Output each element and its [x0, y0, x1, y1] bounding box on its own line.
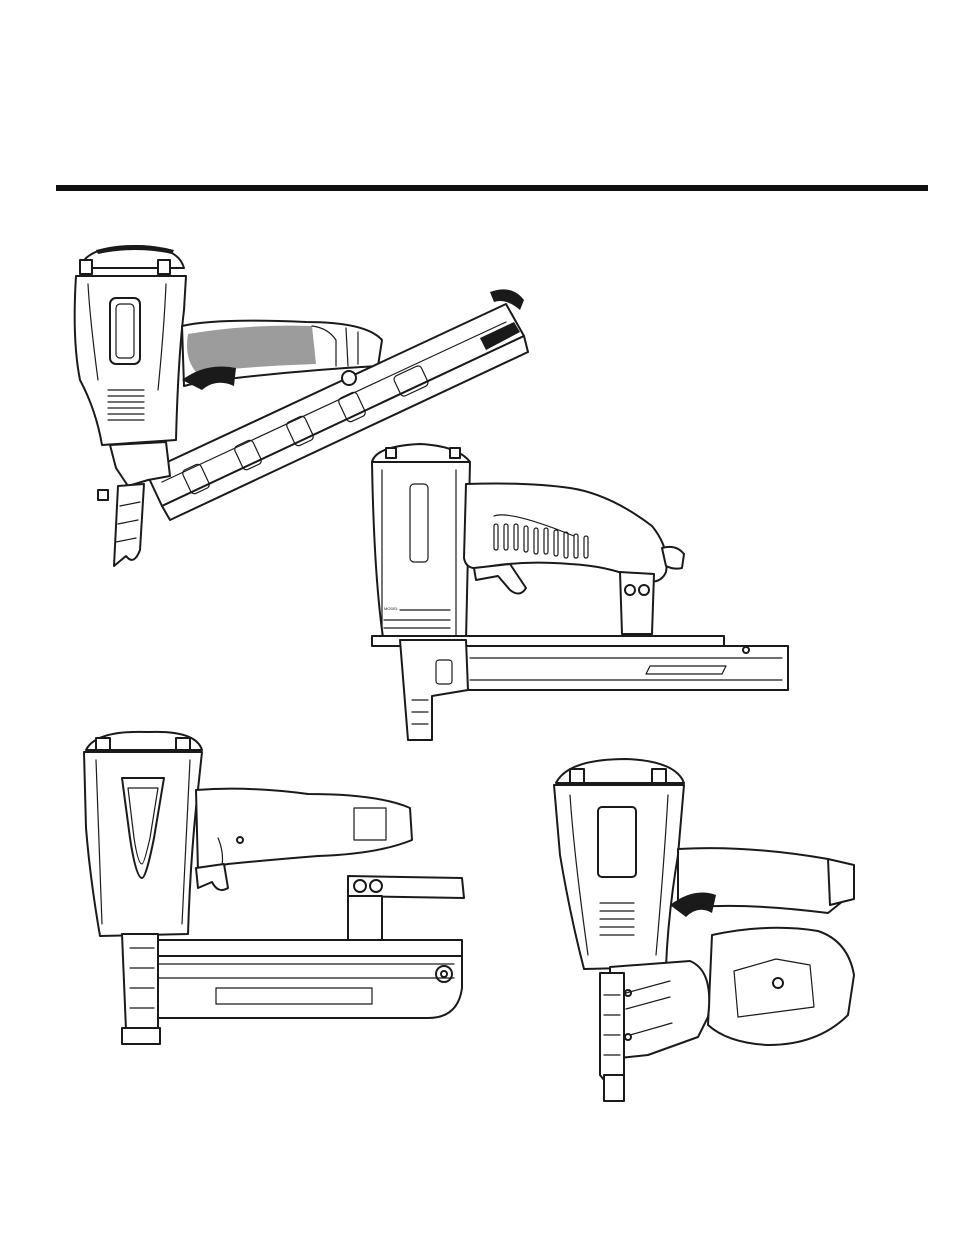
- svg-text:MODEL: MODEL: [384, 606, 399, 611]
- stapler-illustration: MODEL: [370, 440, 790, 745]
- header-rule: [56, 185, 928, 191]
- heavy-stapler-illustration: [78, 728, 470, 1058]
- coil-nailer-illustration: [548, 755, 864, 1107]
